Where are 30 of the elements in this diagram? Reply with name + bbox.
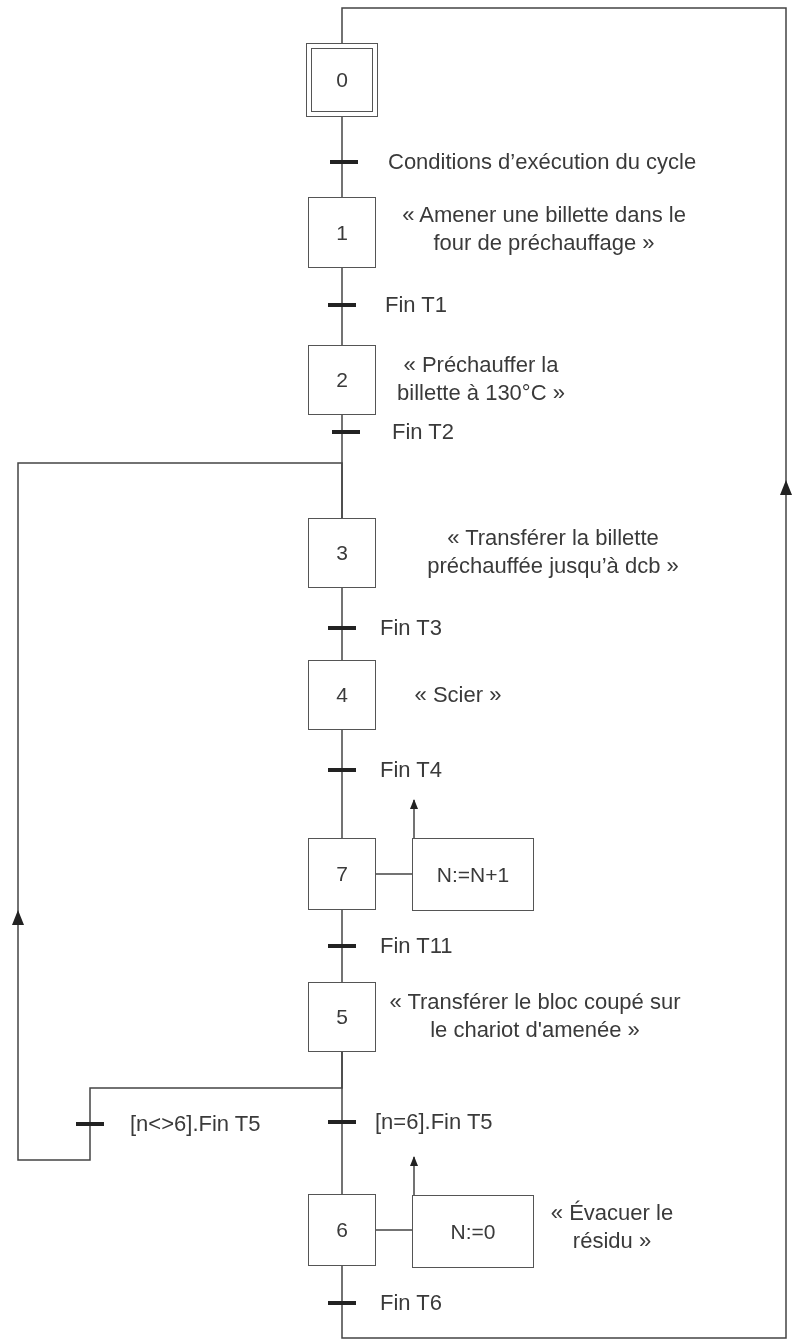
action-description: « Préchauffer la billette à 130°C » xyxy=(396,351,566,407)
step-number: 4 xyxy=(336,683,348,707)
connector-line xyxy=(375,1229,413,1231)
arrow xyxy=(410,1156,418,1196)
action-description: « Transférer la billette préchauffée jusqu’à dcb » xyxy=(426,524,680,580)
connector-line xyxy=(328,587,356,661)
step-number: 3 xyxy=(336,541,348,565)
arrow xyxy=(410,799,418,839)
arrow xyxy=(12,462,343,1161)
action-description: « Amener une billette dans le four de préchauffage » xyxy=(401,201,687,257)
arrow xyxy=(328,7,792,1339)
action-text: N:=0 xyxy=(450,1219,496,1244)
action-text: N:=N+1 xyxy=(436,862,510,887)
connector-line xyxy=(330,116,358,198)
step-number: 5 xyxy=(336,1005,348,1029)
step-box xyxy=(308,838,376,910)
connector-line xyxy=(328,729,356,839)
connector-line xyxy=(328,909,356,983)
action-description: « Évacuer le résidu » xyxy=(549,1199,675,1255)
step-number: 0 xyxy=(336,68,348,92)
action-box xyxy=(412,838,534,911)
action-description: « Transférer le bloc coupé sur le chariot d'amenée » xyxy=(388,988,682,1044)
step-number: 2 xyxy=(336,368,348,392)
connector-line xyxy=(328,267,356,346)
step-box xyxy=(308,1194,376,1266)
step-number: 6 xyxy=(336,1218,348,1242)
step-number: 7 xyxy=(336,862,348,886)
connector-line xyxy=(375,873,413,875)
action-description: « Scier » xyxy=(413,681,503,709)
step-number: 1 xyxy=(336,220,348,245)
